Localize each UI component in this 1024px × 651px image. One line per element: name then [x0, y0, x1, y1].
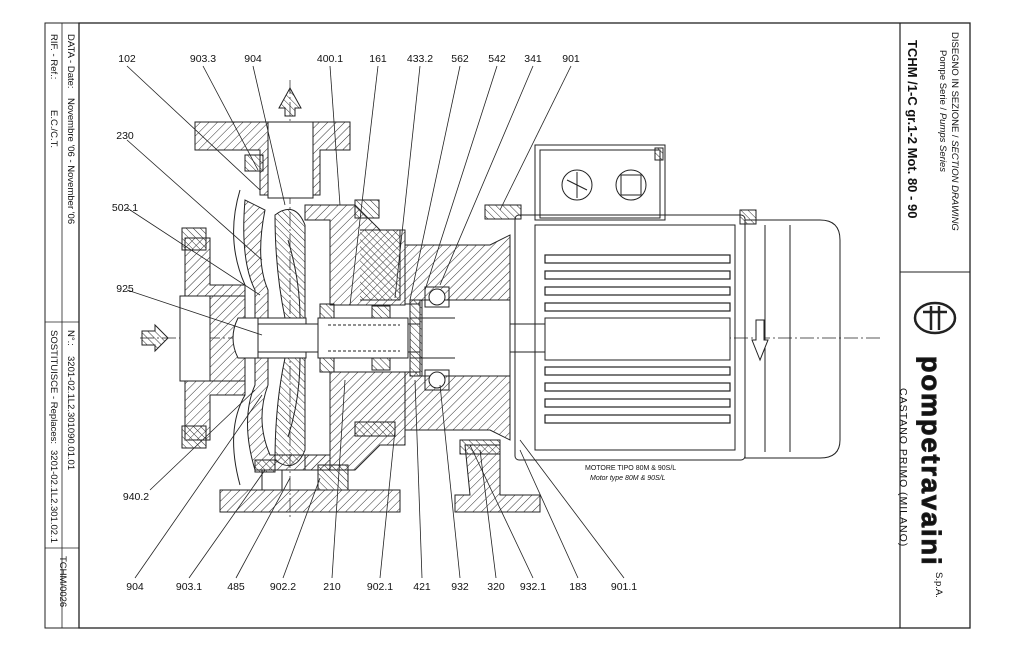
- callout-label: 904: [244, 53, 262, 65]
- callout-label: 433.2: [407, 53, 433, 65]
- callout-label: 902.1: [367, 581, 393, 593]
- numero-value: 3201-02.1L2.301090.01.01: [65, 356, 76, 470]
- callout-label: 183: [569, 581, 587, 593]
- data-label: DATA - Date:: [65, 34, 76, 89]
- callout-label: 932.1: [520, 581, 546, 593]
- motor-note-en: Motor type 80M & 90S/L: [590, 475, 666, 482]
- callout-label: 932: [451, 581, 469, 593]
- drawing-title: TCHM /1-C gr.1-2 Mot. 80 - 90: [905, 40, 920, 218]
- callout-label: 904: [126, 581, 144, 593]
- callout-label: 102: [118, 53, 136, 65]
- motor-note-it: MOTORE TIPO 80M & 90S/L: [585, 465, 676, 472]
- callout-label: 901: [562, 53, 580, 65]
- callout-label: 562: [451, 53, 469, 65]
- callout-label: 901.1: [611, 581, 637, 593]
- rif-value: E.C./C.T.: [48, 110, 59, 148]
- callouts-bottom: 904 903.1 485 902.2 210 902.1 421 932 32…: [126, 581, 637, 593]
- callout-label: 210: [323, 581, 341, 593]
- data-value: Novembre '06 - November '06: [65, 98, 76, 224]
- callout-label: 903.3: [190, 53, 216, 65]
- callout-label: 902.2: [270, 581, 296, 593]
- callout-label: 485: [227, 581, 245, 593]
- company-logo: [913, 301, 957, 335]
- callouts-top: 102 903.3 904 400.1 161 433.2 562 542 34…: [118, 53, 580, 65]
- callout-label: 940.2: [123, 491, 149, 503]
- callout-label: 502.1: [112, 202, 138, 214]
- callout-label: 230: [116, 130, 134, 142]
- pump-section-view: [140, 80, 880, 520]
- heading-it: DISEGNO IN SEZIONE / SECTION DRAWING: [949, 32, 960, 231]
- callout-label: 161: [369, 53, 387, 65]
- company-suffix: S.p.A.: [933, 572, 944, 598]
- callout-label: 542: [488, 53, 506, 65]
- callout-label: 400.1: [317, 53, 343, 65]
- numero-label: N°.:: [65, 330, 76, 346]
- rif-label: RIF. - Ref.:: [48, 34, 59, 79]
- subheading: Pompe Serie / Pumps Series: [937, 50, 948, 172]
- callout-label: 421: [413, 581, 431, 593]
- callout-label: 320: [487, 581, 505, 593]
- callout-label: 903.1: [176, 581, 202, 593]
- company-name: pompetravaini: [916, 356, 946, 567]
- sostituisce-value: 3201-02.1L2.301.02.1: [48, 450, 59, 543]
- sostituisce-label: SOSTITUISCE - Replaces:: [48, 330, 59, 444]
- company-province: (MILANO): [897, 492, 909, 547]
- callout-leaders: [126, 65, 625, 579]
- callouts-left: 230 502.1 925 940.2: [112, 130, 149, 503]
- motor-fins: [544, 254, 731, 424]
- company-city: CASTANO PRIMO: [897, 388, 909, 488]
- callout-label: 341: [524, 53, 542, 65]
- callout-label: 925: [116, 283, 134, 295]
- drawing-code: TCHM/0026: [57, 556, 68, 607]
